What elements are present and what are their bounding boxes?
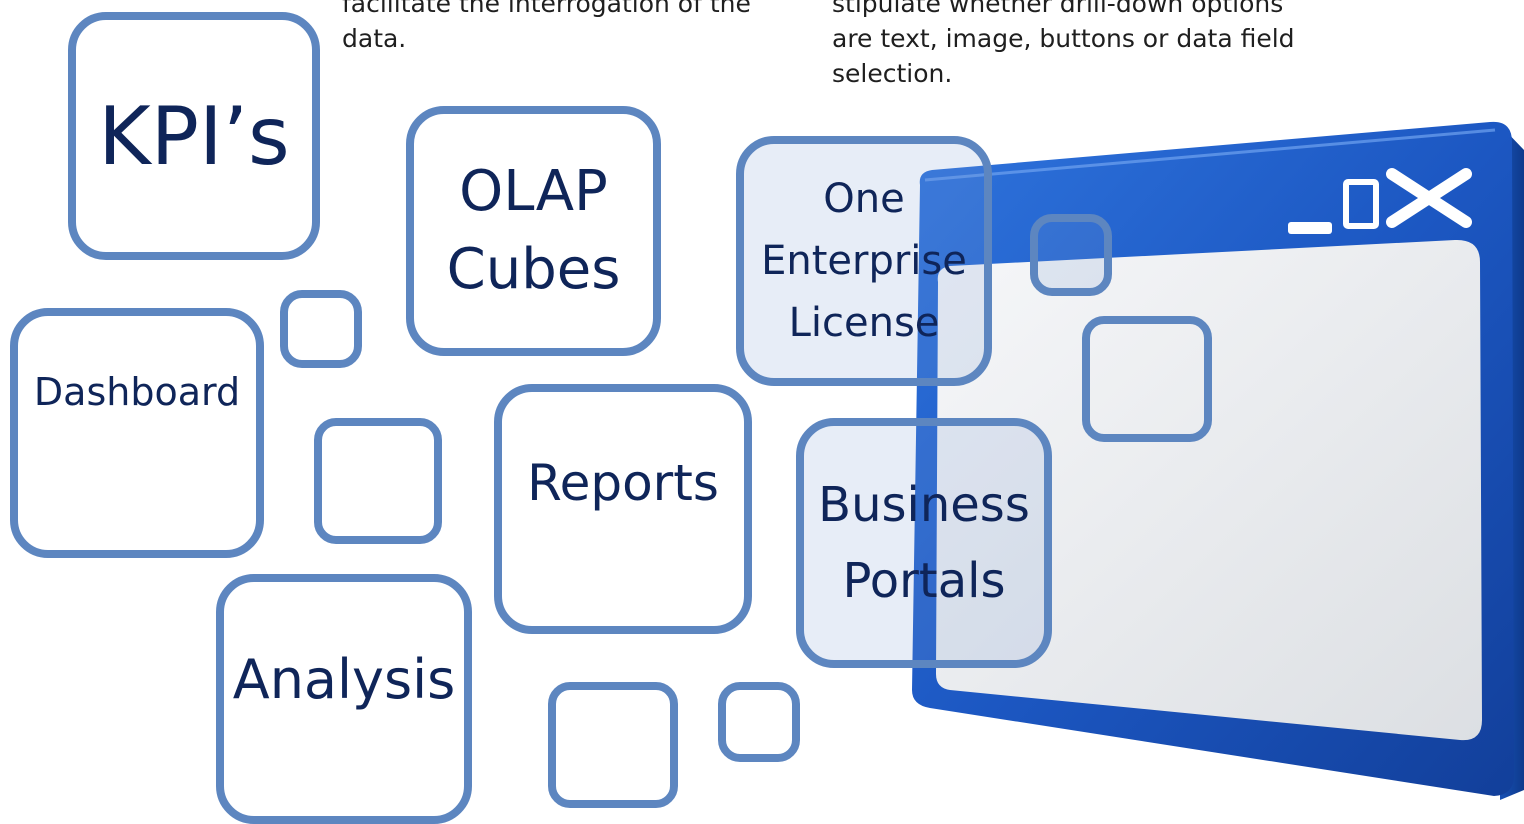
dashboard-label: Dashboard [33, 370, 241, 414]
kpis-label: KPI’s [98, 89, 290, 183]
kpis-box: KPI’s [68, 12, 320, 260]
analysis-label: Analysis [232, 648, 456, 711]
business-portals-label: Business Portals [818, 477, 1030, 609]
small-square [548, 682, 678, 808]
business-portals-box: Business Portals [796, 418, 1052, 668]
reports-box: Reports [494, 384, 752, 634]
small-square [718, 682, 800, 762]
dashboard-box: Dashboard [10, 308, 264, 558]
small-square [280, 290, 362, 368]
one-enterprise-license-box: One Enterprise License [736, 136, 992, 386]
minimize-icon [1288, 222, 1332, 234]
reports-label: Reports [527, 454, 719, 512]
maximize-icon [1343, 179, 1379, 229]
close-icon [1386, 168, 1472, 228]
caption-right: stipulate whether drill-down options are… [832, 0, 1295, 88]
olap-cubes-box: OLAP Cubes [406, 106, 661, 356]
small-square [1030, 214, 1112, 296]
small-square [1082, 316, 1212, 442]
olap-cubes-label: OLAP Cubes [446, 159, 621, 302]
caption-left: facilitate the interrogation of the data… [342, 0, 751, 53]
small-square [314, 418, 442, 544]
analysis-box: Analysis [216, 574, 472, 824]
one-enterprise-license-label: One Enterprise License [761, 176, 967, 346]
